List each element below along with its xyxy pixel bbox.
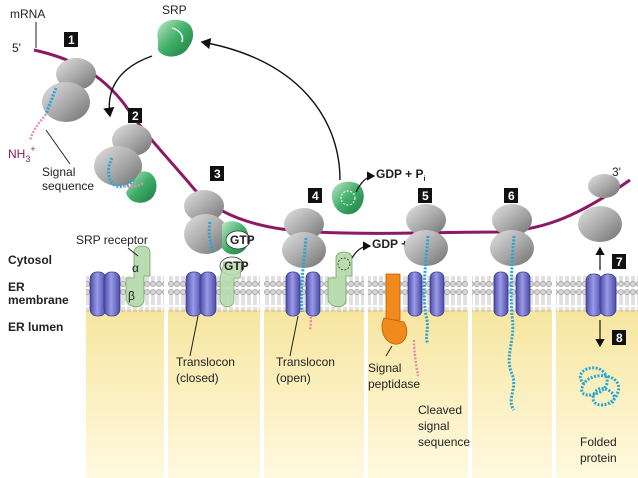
gdp-pi-label-srp: GDP + Pi [376,167,425,183]
srp-receptor-stage4 [327,251,353,308]
gdp-release-arrow-srp [355,171,376,193]
gtp-receptor-stage3 [219,230,251,308]
step-badge-3: 3 [210,166,224,181]
step-badge-8: 8 [612,330,626,345]
step-badge-1: 1 [64,32,78,47]
er-membrane-label-line2: membrane [8,293,69,307]
alpha-label: α [132,261,139,275]
signal-peptidase-label-line2: peptidase [368,377,420,391]
five-prime-label: 5' [12,41,21,55]
er-membrane-label-line1: ER [8,280,25,294]
srp-receptor-label: SRP receptor [76,233,148,247]
svg-text:8: 8 [616,331,623,345]
cleaved-signal-label-line2: signal [418,419,449,433]
ribosome-subunits-released [578,174,622,242]
translocon-open-label-line1: Translocon [276,355,335,369]
svg-text:1: 1 [68,33,75,47]
folded-protein-label-line2: protein [580,451,617,465]
srp-to-ribosome-arrow [103,55,153,118]
ribosome-stage5 [404,204,448,345]
gdp-release-arrow-receptor [351,241,372,259]
srp-receptor [125,245,151,308]
signal-sequence-label-line1: Signal [42,165,75,179]
translocon-open-label-line2: (open) [276,371,311,385]
svg-text:2: 2 [132,109,139,123]
ribosome-stage2 [94,124,157,203]
er-lumen-panels [86,310,638,478]
translocon-closed-label-line1: Translocon [176,355,235,369]
srp-label: SRP [162,3,187,17]
beta-label: β [128,289,135,303]
cytosol-label: Cytosol [8,253,52,267]
er-membrane-bilayer [86,276,638,312]
srp-releasing [331,181,364,215]
ribosome-stage4 [282,208,326,331]
step-badge-7: 7 [612,254,626,269]
signal-peptidase [381,273,408,345]
translocon-stage5 [407,271,445,317]
gtp-label-srp: GTP [230,233,255,247]
step-badge-4: 4 [308,188,322,203]
translocon-stage7 [585,273,617,317]
translocon-closed-label-line2: (closed) [176,371,219,385]
translocon-stage2 [89,271,121,317]
nh3-label: NH3+ [8,144,36,164]
three-prime-label: 3' [612,165,621,179]
signal-peptidase-label-line1: Signal [368,361,401,375]
gtp-label-receptor: GTP [224,259,249,273]
cleaved-signal-sequence [412,339,420,377]
folded-protein-label-line1: Folded [580,435,617,449]
er-lumen-label: ER lumen [8,320,63,334]
translocon-stage4 [285,271,321,317]
step-badge-6: 6 [504,188,518,203]
signal-sequence-label-line2: sequence [42,179,94,193]
svg-text:6: 6 [508,189,515,203]
svg-text:5: 5 [422,189,429,203]
cleaved-signal-label-line1: Cleaved [418,403,462,417]
translocon-stage3 [185,271,217,317]
step-badge-5: 5 [418,188,432,203]
svg-text:3: 3 [214,167,221,181]
cleaved-signal-label-line3: sequence [418,435,470,449]
svg-text:4: 4 [312,189,319,203]
mrna-label: mRNA [10,7,45,21]
srp-return-arrow [200,38,341,181]
step-badge-2: 2 [128,108,142,123]
folded-protein [578,366,620,407]
ribosome-stage6 [490,204,534,411]
ribosome-stage1 [28,58,96,141]
translocon-stage6 [493,271,531,317]
srp-free [157,19,194,57]
svg-text:7: 7 [616,255,623,269]
